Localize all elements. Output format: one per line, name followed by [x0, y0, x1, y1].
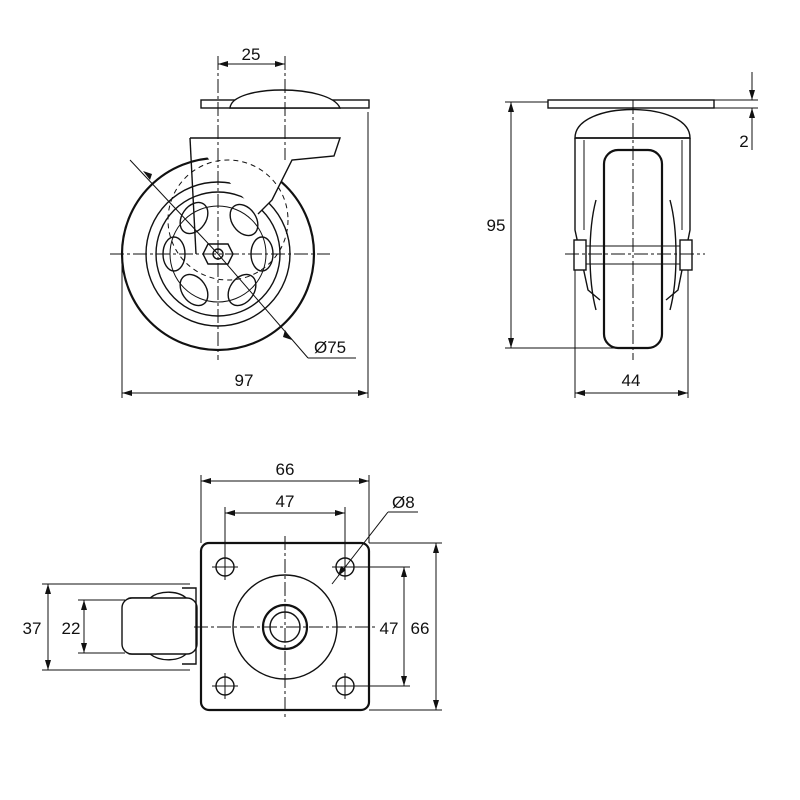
arrowhead — [45, 660, 51, 670]
dim-hole-diameter-label: Ø8 — [392, 493, 415, 512]
dim-dia-leader-a — [129, 159, 219, 255]
arrowhead — [275, 61, 285, 67]
arrowhead — [81, 600, 87, 610]
dim-37-label: 37 — [23, 619, 42, 638]
arrowhead — [338, 566, 346, 576]
arrowhead — [508, 102, 514, 112]
spoke-hole — [179, 201, 209, 235]
dim-66-right-label: 66 — [411, 619, 430, 638]
front-fork-leg — [189, 137, 197, 255]
side-axle-nut — [679, 239, 693, 271]
side-wheel-hub-bulge — [589, 199, 677, 311]
dim-47-top-label: 47 — [276, 492, 295, 511]
arrowhead — [433, 700, 439, 710]
dim-66-top-label: 66 — [276, 460, 295, 479]
arrowhead — [358, 390, 368, 396]
spoke-hole — [229, 203, 259, 237]
arrowhead — [749, 90, 755, 100]
arrowhead — [143, 171, 152, 180]
arrowhead — [225, 510, 235, 516]
arrowhead — [433, 543, 439, 553]
dim-dia-leader-b — [217, 253, 309, 359]
dim-95-label: 95 — [487, 216, 506, 235]
dim-97-label: 97 — [235, 371, 254, 390]
arrowhead — [401, 567, 407, 577]
spoke-hole — [179, 273, 209, 307]
side-fork-left — [574, 138, 601, 301]
arrowhead — [122, 390, 132, 396]
arrowhead — [678, 390, 688, 396]
arrowhead — [575, 390, 585, 396]
arrowhead — [283, 330, 292, 340]
side-fork-inner — [583, 140, 683, 230]
arrowhead — [508, 338, 514, 348]
front-swivel-radius-hidden — [167, 159, 289, 281]
dim-wheel-diameter-label: Ø75 — [314, 338, 346, 357]
dim-25-label: 25 — [242, 45, 261, 64]
arrowhead — [45, 584, 51, 594]
dim-47-right-label: 47 — [380, 619, 399, 638]
arrowhead — [359, 478, 369, 484]
top-fork — [182, 587, 197, 665]
side-fork-right — [665, 138, 691, 301]
arrowhead — [335, 510, 345, 516]
arrowhead — [81, 643, 87, 653]
top-wheel — [121, 597, 198, 655]
arrowhead — [401, 676, 407, 686]
dim-22-label: 22 — [62, 619, 81, 638]
side-axle-bolt-head — [573, 239, 587, 271]
dim-2-label: 2 — [739, 132, 748, 151]
front-fork-bracket — [190, 137, 341, 215]
top-view: 66 47 Ø8 37 22 47 — [23, 460, 442, 720]
arrowhead — [201, 478, 211, 484]
front-view: 25 Ø75 97 — [110, 45, 370, 398]
arrowhead — [749, 108, 755, 118]
dim-44-label: 44 — [622, 371, 641, 390]
front-swivel-dome — [229, 89, 342, 109]
spoke-hole — [227, 273, 257, 307]
arrowhead — [218, 61, 228, 67]
side-mounting-plate — [547, 99, 715, 109]
side-view: 95 2 44 — [487, 72, 758, 398]
